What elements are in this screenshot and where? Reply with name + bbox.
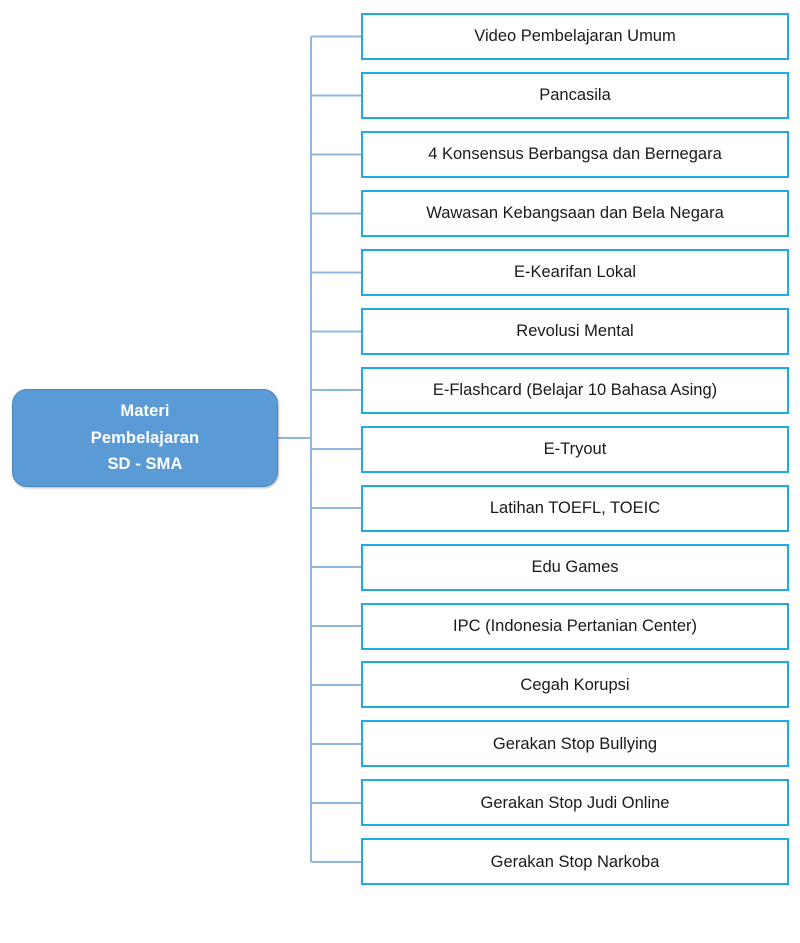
child-node-label: Gerakan Stop Narkoba	[490, 852, 660, 871]
child-node-label: Revolusi Mental	[516, 322, 634, 341]
child-node[interactable]: Gerakan Stop Narkoba	[361, 838, 789, 886]
child-node[interactable]: E-Tryout	[361, 425, 789, 473]
child-node-label: IPC (Indonesia Pertanian Center)	[453, 616, 697, 635]
child-node-label: E-Kearifan Lokal	[514, 263, 636, 282]
child-node[interactable]: Gerakan Stop Judi Online	[361, 779, 789, 827]
child-node[interactable]: Latihan TOEFL, TOEIC	[361, 484, 789, 532]
child-node-label: E-Flashcard (Belajar 10 Bahasa Asing)	[432, 381, 718, 400]
child-node-label: Gerakan Stop Judi Online	[480, 793, 670, 812]
child-node-label: E-Tryout	[543, 440, 607, 459]
child-node[interactable]: Revolusi Mental	[361, 307, 789, 355]
child-node[interactable]: Wawasan Kebangsaan dan Bela Negara	[361, 189, 789, 237]
child-node[interactable]: Edu Games	[361, 543, 789, 591]
child-node-label: Edu Games	[531, 557, 619, 576]
child-node[interactable]: Pancasila	[361, 71, 789, 119]
child-node[interactable]: Cegah Korupsi	[361, 661, 789, 709]
child-node[interactable]: E-Flashcard (Belajar 10 Bahasa Asing)	[361, 366, 789, 414]
child-node-label: Cegah Korupsi	[520, 675, 630, 694]
child-node[interactable]: Gerakan Stop Bullying	[361, 720, 789, 768]
child-node-label: 4 Konsensus Berbangsa dan Bernegara	[428, 145, 722, 164]
child-node-label: Pancasila	[539, 86, 611, 105]
child-node-label: Video Pembelajaran Umum	[474, 27, 676, 46]
root-node-label: Materi Pembelajaran SD - SMA	[90, 401, 200, 474]
child-node-label: Gerakan Stop Bullying	[492, 734, 658, 753]
root-node[interactable]: Materi Pembelajaran SD - SMA	[12, 389, 278, 487]
child-node[interactable]: IPC (Indonesia Pertanian Center)	[361, 602, 789, 650]
child-node[interactable]: Video Pembelajaran Umum	[361, 13, 789, 60]
child-node-label: Latihan TOEFL, TOEIC	[489, 499, 661, 518]
child-node-label: Wawasan Kebangsaan dan Bela Negara	[426, 204, 724, 223]
child-node[interactable]: 4 Konsensus Berbangsa dan Bernegara	[361, 130, 789, 178]
child-node[interactable]: E-Kearifan Lokal	[361, 248, 789, 296]
